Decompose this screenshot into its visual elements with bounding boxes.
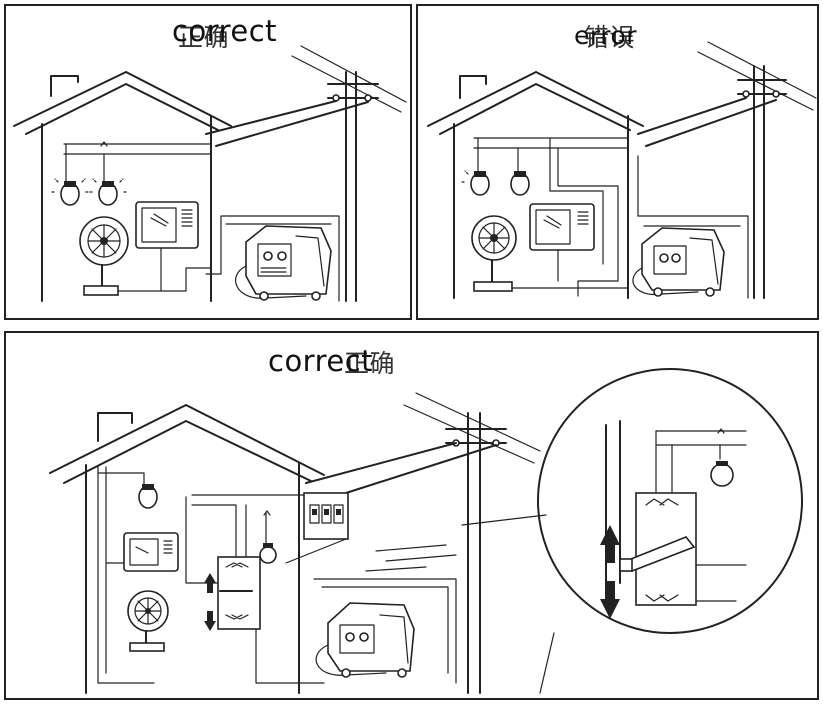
light-bulb-icon <box>138 484 158 509</box>
wiring-diagram-error <box>427 41 817 299</box>
generator-icon <box>235 225 332 301</box>
television-icon <box>105 532 179 572</box>
utility-pole <box>697 41 817 299</box>
light-bulb-icon <box>259 543 277 564</box>
title-en: error <box>574 21 638 50</box>
utility-pole <box>291 45 407 302</box>
light-bulb-icon <box>459 170 490 196</box>
fan-icon <box>127 590 169 652</box>
fan-icon <box>79 216 129 296</box>
transfer-switch-icon <box>204 556 261 631</box>
wiring-diagram-correct <box>13 45 407 302</box>
title-en: correct <box>172 14 278 48</box>
generator-icon <box>632 227 725 297</box>
title-cn: 正确 <box>178 23 230 52</box>
television-icon <box>529 203 595 282</box>
fan-icon <box>471 215 517 292</box>
television-icon <box>135 201 199 292</box>
title-en: correct <box>268 344 374 378</box>
title-cn: 正确 <box>344 349 396 378</box>
light-bulb-icon <box>87 178 129 206</box>
title-cn: 错误 <box>584 23 636 52</box>
light-bulb-icon <box>510 171 530 196</box>
wiring-diagram-transfer-switch <box>49 368 803 694</box>
breaker-box-icon <box>303 492 349 540</box>
light-bulb-icon <box>49 178 91 206</box>
house <box>427 71 644 299</box>
magnified-switch-detail <box>461 368 803 694</box>
utility-pole <box>403 392 541 694</box>
house <box>49 404 325 694</box>
generator-icon <box>315 602 415 678</box>
house <box>13 71 232 302</box>
